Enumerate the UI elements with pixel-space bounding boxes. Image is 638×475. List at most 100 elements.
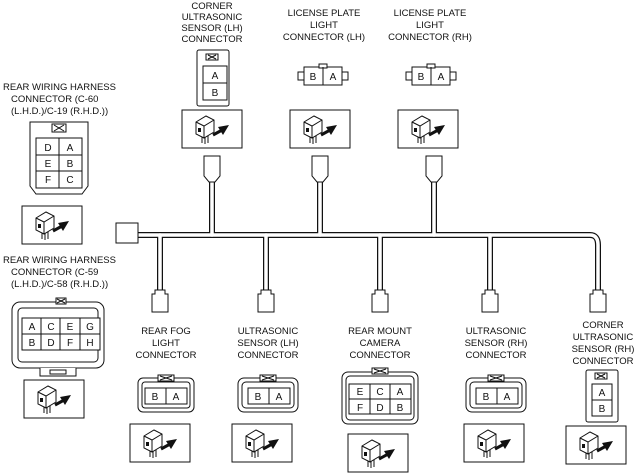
plug-icon (128, 422, 192, 464)
pin: A (67, 143, 74, 154)
pin: B (310, 72, 317, 83)
bottom-terminals (151, 289, 607, 313)
pin: A (599, 388, 606, 399)
label-line: SENSOR (LH) (237, 338, 298, 349)
pin: B (255, 392, 262, 403)
plug-icon (180, 108, 244, 150)
corner-sensor-lh-label: CORNER ULTRASONIC SENSOR (LH) CONNECTOR (181, 1, 242, 45)
pin: D (47, 338, 54, 349)
label-line: CORNER (582, 320, 623, 331)
plug-icon (20, 204, 84, 246)
corner-sensor-lh-connector-face: A B (196, 49, 230, 107)
pin: C (66, 175, 73, 186)
pin: E (45, 159, 52, 170)
label-line: ULTRASONIC (238, 326, 299, 337)
plug-icon (22, 378, 86, 420)
pin: A (504, 392, 511, 403)
pin: C (47, 322, 54, 333)
pin: B (152, 392, 159, 403)
label-line: CONNECTOR (C-59 (11, 267, 98, 278)
plug-icon (288, 108, 352, 150)
harness-junction-block (115, 222, 139, 244)
label-line: LIGHT (152, 338, 180, 349)
label-line: CONNECTOR (181, 34, 242, 45)
label-line: CONNECTOR (LH) (283, 32, 365, 43)
c60-connector-face: D A E B F C (29, 121, 89, 195)
plug-icon (346, 432, 410, 474)
label-line: CONNECTOR (349, 350, 410, 361)
label-line: (L.H.D.)/C-58 (R.H.D.)) (11, 279, 108, 290)
corner-sensor-rh-connector-face: A B (585, 369, 619, 423)
pin: A (29, 322, 36, 333)
label-line: REAR WIRING HARNESS (3, 82, 116, 93)
us-rh-label: ULTRASONIC SENSOR (RH) CONNECTOR (465, 326, 528, 361)
label-line: LICENSE PLATE (394, 8, 467, 19)
pin: D (376, 403, 383, 414)
pin: A (438, 72, 445, 83)
pin: B (29, 338, 36, 349)
label-line: REAR FOG (141, 326, 191, 337)
pin: A (173, 392, 180, 403)
us-lh-label: ULTRASONIC SENSOR (LH) CONNECTOR (237, 326, 298, 361)
pin: F (357, 403, 363, 414)
fog-label: REAR FOG LIGHT CONNECTOR (135, 326, 196, 361)
pin: G (86, 322, 94, 333)
plug-icon (564, 424, 628, 466)
pin: B (397, 403, 404, 414)
license-rh-connector-face: B A (405, 63, 457, 86)
label-line: ULTRASONIC (573, 332, 634, 343)
c59-connector-face: A C E G B D F H (11, 297, 105, 377)
label-line: CONNECTOR (RH) (388, 32, 472, 43)
us-rh-connector-face: B A (465, 374, 527, 413)
license-rh-label: LICENSE PLATE LIGHT CONNECTOR (RH) (388, 8, 472, 43)
label-line: ULTRASONIC (182, 12, 243, 23)
pin: A (397, 387, 404, 398)
rear-c60-label: REAR WIRING HARNESS CONNECTOR (C-60 (L.H… (3, 82, 116, 117)
pin: B (67, 159, 74, 170)
pin: B (212, 88, 219, 99)
label-line: CONNECTOR (237, 350, 298, 361)
label-line: CONNECTOR (135, 350, 196, 361)
pin: C (376, 387, 383, 398)
pin: E (357, 387, 364, 398)
pin: B (483, 392, 490, 403)
label-line: ULTRASONIC (466, 326, 527, 337)
pin: D (44, 143, 51, 154)
license-lh-connector-face: B A (297, 63, 349, 86)
pin: A (212, 71, 219, 82)
label-line: CONNECTOR (572, 356, 633, 367)
top-terminals (203, 155, 443, 183)
pin: H (86, 338, 93, 349)
label-line: CORNER (191, 1, 232, 12)
label-line: CAMERA (360, 338, 401, 349)
label-line: REAR WIRING HARNESS (3, 255, 116, 266)
plug-icon (396, 108, 460, 150)
plug-icon (230, 422, 294, 464)
pin: F (67, 338, 73, 349)
label-line: LIGHT (416, 20, 444, 31)
rear-c59-label: REAR WIRING HARNESS CONNECTOR (C-59 (L.H… (3, 255, 116, 290)
label-line: SENSOR (LH) (181, 23, 242, 34)
pin: B (418, 72, 425, 83)
label-line: CONNECTOR (465, 350, 526, 361)
label-line: CONNECTOR (C-60 (11, 94, 98, 105)
camera-connector-face: E C A F D B (341, 367, 419, 425)
label-line: (L.H.D.)/C-19 (R.H.D.)) (11, 106, 108, 117)
pin: F (45, 175, 51, 186)
label-line: REAR MOUNT (348, 326, 412, 337)
pin: E (67, 322, 74, 333)
pin: A (276, 392, 283, 403)
license-lh-label: LICENSE PLATE LIGHT CONNECTOR (LH) (283, 8, 365, 43)
label-line: LIGHT (310, 20, 338, 31)
us-lh-connector-face: B A (237, 374, 299, 413)
label-line: SENSOR (RH) (465, 338, 528, 349)
pin: A (330, 72, 337, 83)
corner-sensor-rh-label: CORNER ULTRASONIC SENSOR (RH) CONNECTOR (572, 320, 635, 367)
fog-connector-face: B A (137, 374, 195, 413)
harness-wires (115, 179, 601, 293)
label-line: LICENSE PLATE (288, 8, 361, 19)
plug-icon (462, 422, 526, 464)
camera-label: REAR MOUNT CAMERA CONNECTOR (348, 326, 412, 361)
label-line: SENSOR (RH) (572, 344, 635, 355)
